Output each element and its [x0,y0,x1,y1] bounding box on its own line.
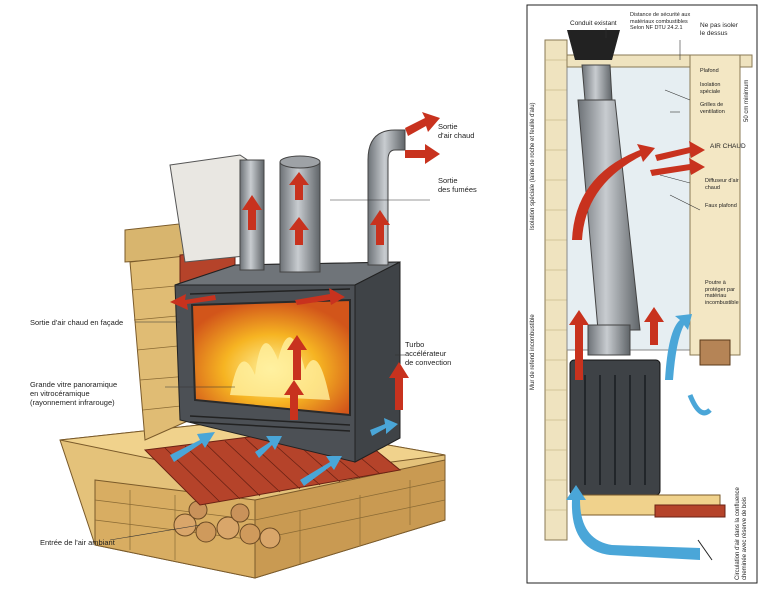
label-glass: Grande vitre panoramique en vitrocéramiq… [30,380,118,407]
left-cold-air-arrows [170,418,398,486]
front-grille [189,288,351,432]
existing-duct [567,30,620,60]
firewood-logs [173,500,281,549]
label-ceiling: Plafond [700,68,719,74]
right-frame [526,4,758,584]
label-safety-distance: Distance de sécurité aux matériaux combu… [630,12,691,31]
right-stove [569,359,661,496]
label-no-insulation: Ne pas isoler le dessus [700,22,738,37]
left-fireplace-cutaway [59,112,446,579]
flue-pipes [239,129,406,273]
label-hot-air-diffuser: Diffuseur d'air chaud [705,178,739,191]
label-special-insulation: Isolation spéciale [700,82,721,95]
right-section-view [526,4,758,584]
label-front-hot-air-exit: Sortie d'air chaud en façade [30,318,124,327]
label-hot-air-exit: Sortie d'air chaud [438,122,475,140]
label-ventilation-grilles: Grilles de ventilation [700,102,725,115]
label-wall-insulation: Isolation spéciale (laine de roche et fe… [530,102,536,230]
label-existing-duct: Conduit existant [570,20,617,27]
label-turbo: Turbo accélérateur de convection [405,340,452,367]
right-cold-air-arrows [566,314,712,560]
right-brick-ledge [654,504,726,518]
label-beam: Poutre à protéger par matériau incombust… [705,280,739,306]
label-flue-exit: Sortie des fumées [438,176,477,194]
masonry-wall [544,39,568,541]
left-hot-air-arrows [170,112,440,420]
left-leader-lines [109,199,430,541]
label-false-ceiling: Faux plafond [705,203,737,209]
label-min-distance: 50 cm minimum [744,79,750,122]
right-flue-pipe [577,64,641,356]
label-hot-air: AIR CHAUD [710,143,746,150]
beam [699,339,731,366]
right-wall [689,54,741,356]
label-non-combustible-wall: Mur de refend incombustible [530,314,536,390]
label-air-circulation: Circulation d'air dans la confluence che… [735,487,748,580]
label-ambient-air-inlet: Entrée de l'air ambiant [40,538,115,547]
glass-window-fire [190,298,351,417]
right-hot-air-arrows [569,141,705,380]
